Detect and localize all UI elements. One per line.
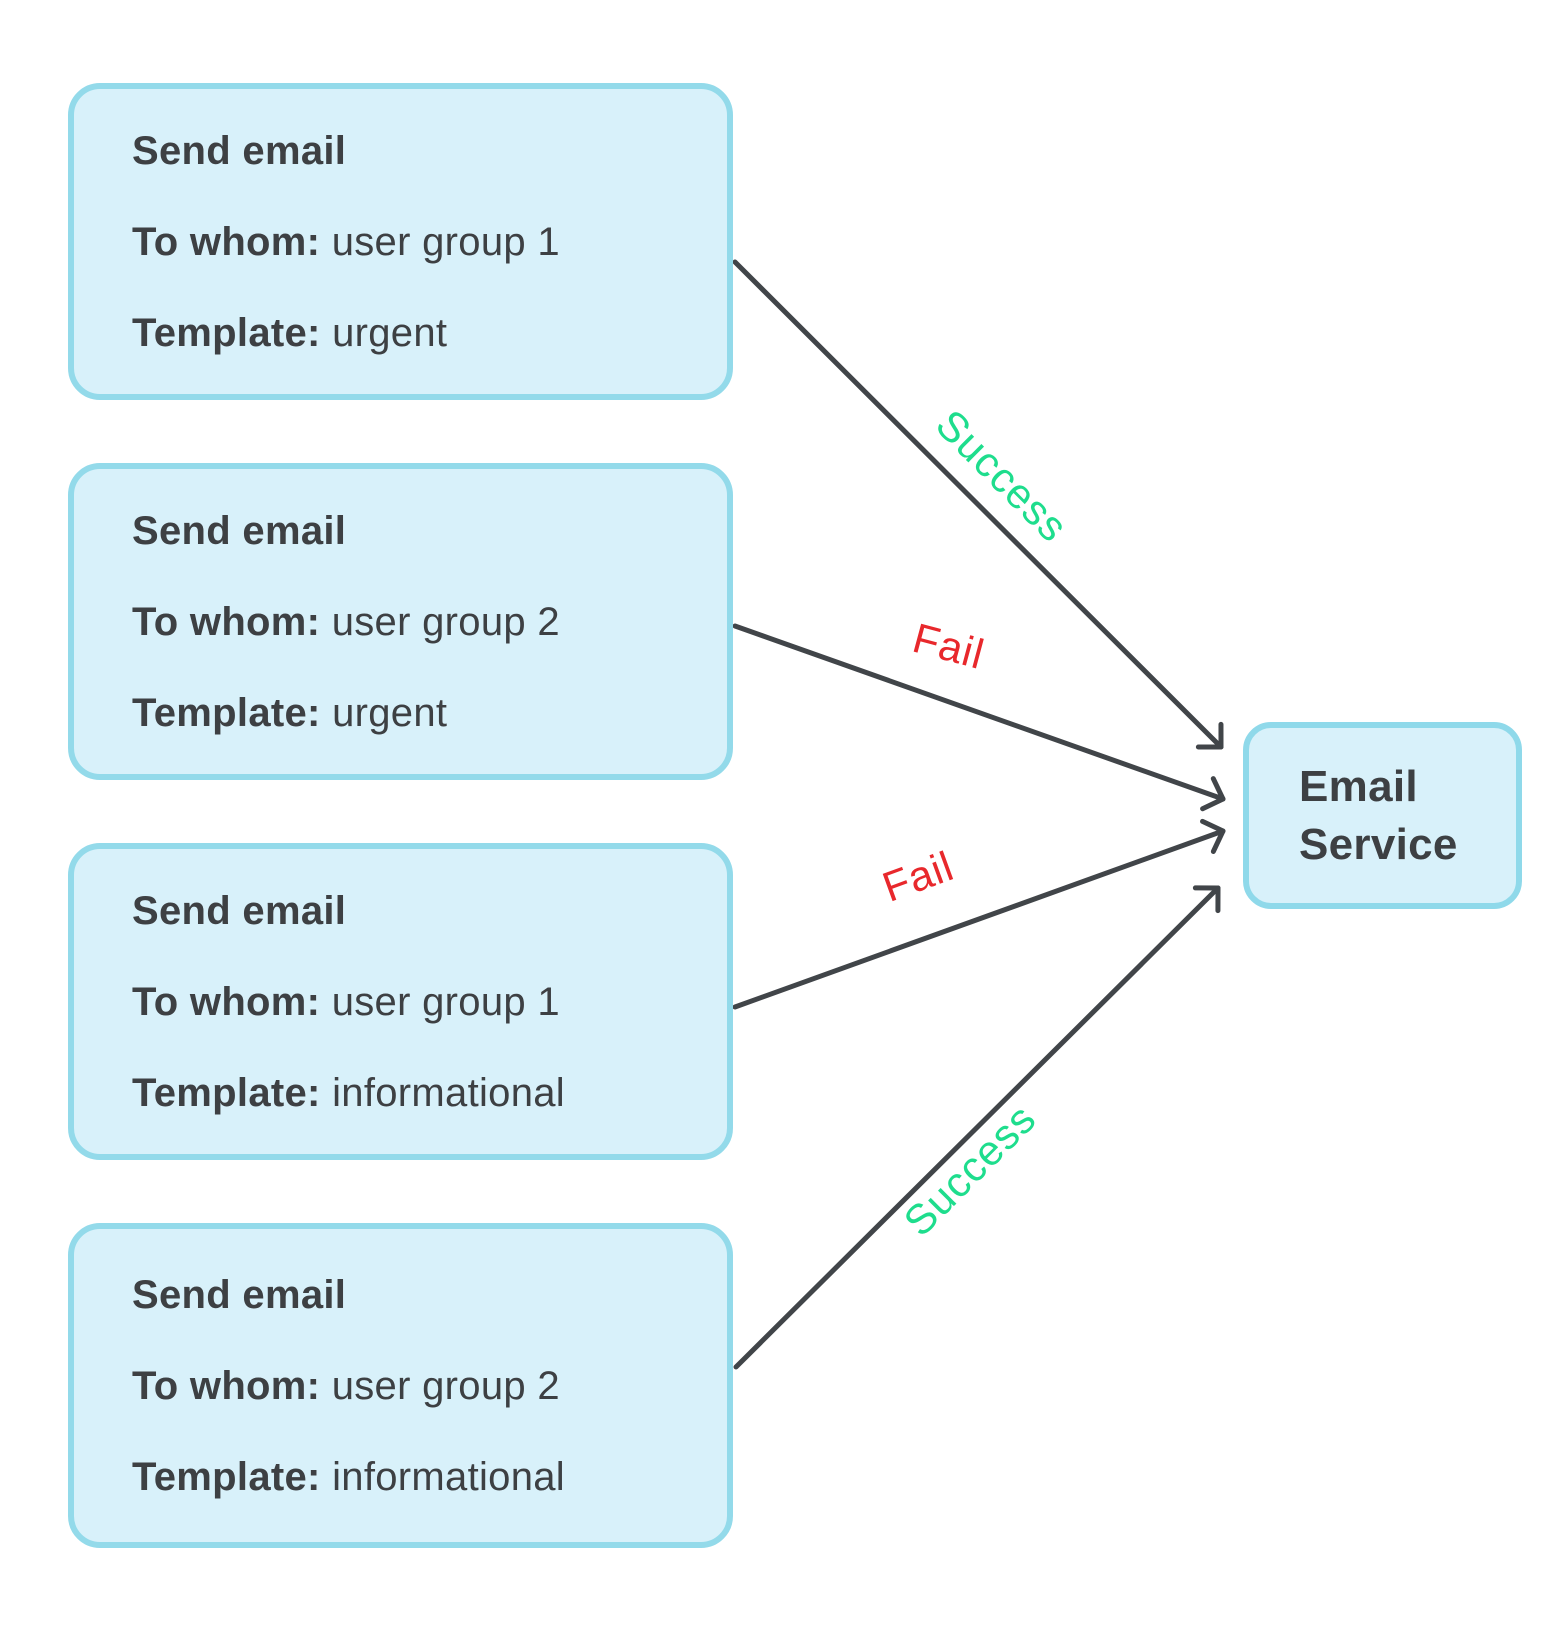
task4-to-value: user group 2: [320, 1363, 560, 1408]
edge-task4-success: Success: [733, 885, 1221, 1370]
task4-title: Send email: [132, 1272, 347, 1317]
task2-to-label: To whom:: [132, 599, 321, 644]
task2-template-line: Template: urgent: [132, 693, 727, 733]
task-box-1: Send email To whom: user group 1 Templat…: [68, 83, 733, 400]
task4-template-label: Template:: [132, 1454, 321, 1499]
task2-title: Send email: [132, 508, 347, 553]
email-service-box: Email Service: [1243, 722, 1522, 909]
task-box-2: Send email To whom: user group 2 Templat…: [68, 463, 733, 780]
edge-label-success-2: Success: [895, 1095, 1045, 1245]
edge-task2-fail: Fail: [732, 614, 1226, 812]
task2-template-value: urgent: [320, 690, 448, 735]
service-title-line2: Service: [1299, 819, 1458, 869]
edge-task1-success: Success: [732, 259, 1224, 750]
edge-task3-fail: Fail: [732, 818, 1226, 1010]
task3-template-line: Template: informational: [132, 1073, 727, 1113]
task1-to-label: To whom:: [132, 219, 321, 264]
task-box-4: Send email To whom: user group 2 Templat…: [68, 1223, 733, 1548]
task3-to-value: user group 1: [320, 979, 560, 1024]
arrow-task4-to-service: [733, 885, 1221, 1370]
task3-to-label: To whom:: [132, 979, 321, 1024]
task-box-3: Send email To whom: user group 1 Templat…: [68, 843, 733, 1160]
task2-to-line: To whom: user group 2: [132, 602, 727, 642]
task2-template-label: Template:: [132, 690, 321, 735]
arrow-task2-to-service: [732, 623, 1226, 812]
edge-label-success-1: Success: [927, 401, 1077, 551]
task3-template-value: informational: [320, 1070, 565, 1115]
task4-template-line: Template: informational: [132, 1457, 727, 1497]
task4-to-label: To whom:: [132, 1363, 321, 1408]
task1-to-value: user group 1: [320, 219, 560, 264]
task1-template-line: Template: urgent: [132, 313, 727, 353]
arrow-task3-to-service: [732, 818, 1226, 1010]
task3-title: Send email: [132, 888, 347, 933]
service-title-line1: Email: [1299, 761, 1418, 811]
task1-title: Send email: [132, 128, 347, 173]
arrow-task1-to-service: [732, 259, 1224, 750]
task4-template-value: informational: [320, 1454, 565, 1499]
task4-to-line: To whom: user group 2: [132, 1366, 727, 1406]
edge-label-fail-1: Fail: [908, 614, 989, 678]
task1-template-label: Template:: [132, 310, 321, 355]
task2-to-value: user group 2: [320, 599, 560, 644]
task3-template-label: Template:: [132, 1070, 321, 1115]
task1-to-line: To whom: user group 1: [132, 222, 727, 262]
task1-template-value: urgent: [320, 310, 448, 355]
task3-to-line: To whom: user group 1: [132, 982, 727, 1022]
edge-label-fail-2: Fail: [876, 842, 959, 911]
